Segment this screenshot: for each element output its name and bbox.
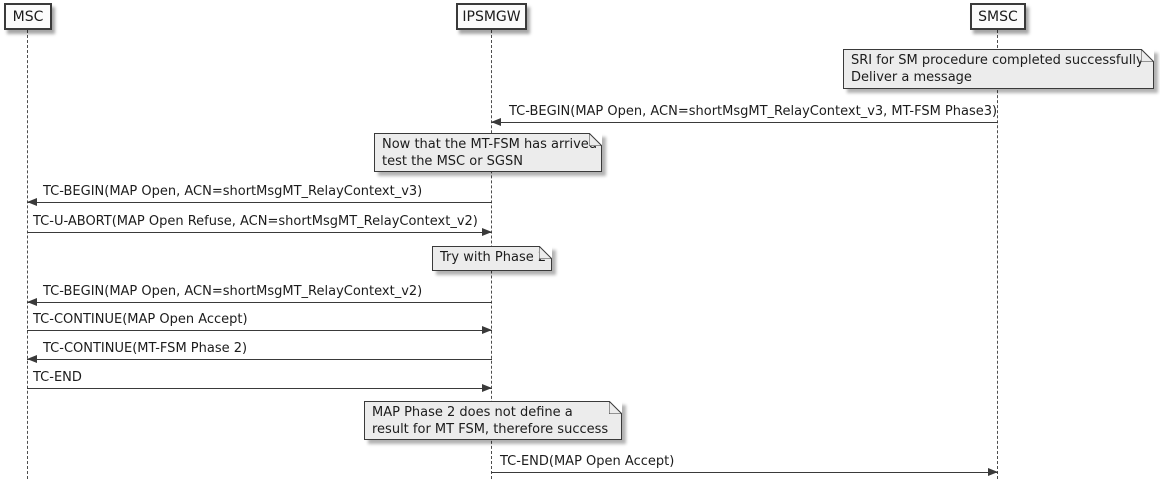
message-line	[27, 330, 492, 331]
message-line	[27, 359, 492, 360]
message-label: TC-BEGIN(MAP Open, ACN=shortMsgMT_RelayC…	[43, 184, 423, 199]
note-mt-fsm-arrived: Now that the MT-FSM has arrived test the…	[374, 133, 602, 172]
message-tc-end: TC-END	[27, 370, 492, 392]
message-line	[27, 202, 492, 203]
arrowhead-left-icon	[27, 298, 37, 306]
message-line	[27, 302, 492, 303]
arrowhead-left-icon	[27, 355, 37, 363]
message-label: TC-END(MAP Open Accept)	[500, 454, 675, 469]
note-text-line: Try with Phase 2	[440, 250, 547, 265]
message-tc-end-accept: TC-END(MAP Open Accept)	[491, 454, 998, 476]
arrowhead-right-icon	[988, 468, 998, 476]
message-line	[27, 388, 492, 389]
note-map-phase-2-success: MAP Phase 2 does not define a result for…	[364, 401, 622, 440]
note-text-line: SRI for SM procedure completed successfu…	[851, 53, 1144, 68]
participant-ipsmgw: IPSMGW	[456, 3, 527, 30]
message-label: TC-BEGIN(MAP Open, ACN=shortMsgMT_RelayC…	[43, 284, 423, 299]
message-tc-begin-v3: TC-BEGIN(MAP Open, ACN=shortMsgMT_RelayC…	[27, 184, 492, 206]
participant-label: IPSMGW	[462, 8, 521, 25]
participant-msc: MSC	[4, 3, 52, 30]
message-label: TC-END	[33, 370, 82, 385]
message-tc-u-abort: TC-U-ABORT(MAP Open Refuse, ACN=shortMsg…	[27, 214, 492, 236]
message-tc-begin-v2: TC-BEGIN(MAP Open, ACN=shortMsgMT_RelayC…	[27, 284, 492, 306]
lifeline-msc	[27, 30, 28, 479]
note-fold-icon	[539, 246, 552, 259]
note-fold-icon	[609, 401, 622, 414]
note-text-line: result for MT FSM, therefore success	[372, 422, 609, 437]
arrowhead-left-icon	[27, 198, 37, 206]
note-text-line: Now that the MT-FSM has arrived	[382, 137, 598, 152]
message-label: TC-U-ABORT(MAP Open Refuse, ACN=shortMsg…	[33, 214, 478, 229]
arrowhead-right-icon	[482, 228, 492, 236]
lifeline-smsc	[997, 30, 998, 479]
message-label: TC-CONTINUE(MT-FSM Phase 2)	[43, 341, 248, 356]
participant-label: MSC	[12, 8, 44, 25]
note-text-line: MAP Phase 2 does not define a	[372, 405, 573, 420]
note-text-line: test the MSC or SGSN	[382, 154, 523, 169]
message-tc-begin-phase3: TC-BEGIN(MAP Open, ACN=shortMsgMT_RelayC…	[491, 104, 998, 126]
arrowhead-right-icon	[482, 326, 492, 334]
message-label: TC-BEGIN(MAP Open, ACN=shortMsgMT_RelayC…	[509, 104, 998, 119]
note-fold-icon	[589, 133, 602, 146]
message-tc-continue-accept: TC-CONTINUE(MAP Open Accept)	[27, 312, 492, 334]
note-try-phase-2: Try with Phase 2	[432, 246, 552, 271]
note-fold-icon	[1141, 49, 1154, 62]
message-line	[27, 232, 492, 233]
note-text-line: Deliver a message	[851, 70, 972, 85]
arrowhead-right-icon	[482, 384, 492, 392]
note-sri-for-sm: SRI for SM procedure completed successfu…	[843, 49, 1154, 89]
arrowhead-left-icon	[491, 118, 501, 126]
message-label: TC-CONTINUE(MAP Open Accept)	[33, 312, 248, 327]
message-line	[491, 472, 998, 473]
participant-label: SMSC	[978, 8, 1018, 25]
message-tc-continue-mtfsm: TC-CONTINUE(MT-FSM Phase 2)	[27, 341, 492, 363]
participant-smsc: SMSC	[970, 3, 1026, 30]
message-line	[491, 122, 998, 123]
